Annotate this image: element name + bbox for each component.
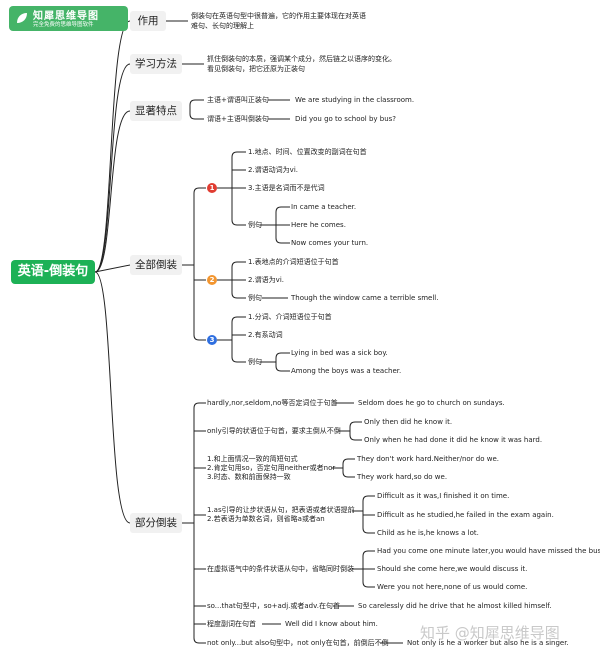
- full-g2-rule-2: 2.谓语为vi.: [248, 276, 284, 284]
- full-g1-leg-3: [231, 219, 246, 226]
- feature-rule-2: 谓语+主语叫倒装句: [207, 115, 269, 123]
- role-text-line-2: 难句、长句的理解上: [191, 22, 254, 30]
- full-g1-examples-leg-0: [275, 206, 290, 213]
- full-group-2-badge: 2: [207, 275, 217, 285]
- p5-leg-2: [362, 581, 375, 588]
- branch-method[interactable]: 学习方法: [130, 54, 182, 74]
- root-to-role: [94, 20, 131, 273]
- partial-1-rule: hardly,nor,seldom,no等否定词位于句首: [207, 399, 338, 407]
- role-text-line-1: 倒装句在英语句型中很普遍，它的作用主要体现在对英语: [191, 12, 366, 20]
- full-g3-examples-leg-1: [275, 365, 290, 372]
- full-g3-examples-leg-0: [275, 352, 290, 359]
- p3-leg-1: [342, 471, 355, 478]
- logo-subtitle: 完全免费的思维导图软件: [33, 22, 94, 28]
- full-g1-example-2: Here he comes.: [291, 221, 346, 229]
- partial-5-rule: 在虚拟语气中的条件状语从句中，省略同时倒装: [207, 565, 354, 573]
- full-group-3-badge: 3: [207, 335, 217, 345]
- full-g1-example-label: 例句: [248, 221, 262, 229]
- partial-4-example-2: Difficult as he studied,he failed in the…: [377, 511, 554, 519]
- partial-4-rule-line-2: 2.若表语为单数名词，则省略a或者an: [207, 515, 325, 523]
- partial-3-rule-line-1: 1.和上面情况一致的简短句式: [207, 455, 298, 463]
- p4-leg-0: [362, 495, 375, 502]
- p2-leg-0: [349, 421, 362, 428]
- p4-leg-2: [362, 527, 375, 534]
- partial-6-example-1: So carelessly did he drive that he almos…: [358, 602, 552, 610]
- full-group-1-badge: 1: [207, 183, 217, 193]
- partial-2-rule: only引导的状语位于句首，要求主倒从不倒: [207, 427, 341, 435]
- partial-4-example-3: Child as he is,he knows a lot.: [377, 529, 479, 537]
- partial-3-rule-line-3: 3.时态、数和前面保持一致: [207, 473, 291, 481]
- root-topic[interactable]: 英语-倒装句: [11, 260, 95, 284]
- full-g2-example-1: Though the window came a terrible smell.: [291, 294, 439, 302]
- feature-example-1: We are studying in the classroom.: [295, 96, 415, 104]
- full-g3-leg-0: [231, 316, 246, 323]
- full-g1-examples-leg-2: [275, 237, 290, 244]
- root-to-method: [94, 63, 131, 273]
- partial-8-example-1: Not only is he a worker but also he is a…: [407, 639, 569, 647]
- partial-2-example-2: Only when he had done it did he know it …: [364, 436, 543, 444]
- branch-features[interactable]: 显著特点: [130, 101, 182, 121]
- app-logo: 知犀思维导图 完全免费的思维导图软件: [9, 6, 128, 31]
- full-g1-rule-2: 2.谓语动词为vi.: [248, 166, 298, 174]
- full-g3-example-label: 例句: [248, 358, 262, 366]
- root-to-features: [94, 110, 131, 273]
- full-g1-example-1: In came a teacher.: [291, 203, 357, 211]
- partial-2-example-1: Only then did he know it.: [364, 418, 453, 426]
- full-g3-rule-1: 1.分词、介词短语位于句首: [248, 313, 332, 321]
- feature-rule-1: 主语+谓语叫正装句: [207, 96, 269, 104]
- full-g2-leg-2: [231, 292, 246, 299]
- method-text-line-1: 抓住倒装句的本质，强调某个成分，然后链之以语序的变化。: [207, 55, 396, 63]
- partial-leg-0: [193, 402, 206, 409]
- partial-7-rule: 程度副词在句首: [207, 620, 256, 628]
- features-leg-1: [189, 113, 204, 120]
- p3-leg-0: [342, 458, 355, 465]
- full-g3-example-1: Lying in bed was a sick boy.: [291, 349, 388, 357]
- feature-example-2: Did you go to school by bus?: [295, 115, 397, 123]
- p2-leg-1: [349, 434, 362, 441]
- full-g1-leg-0: [231, 151, 246, 158]
- method-text-line-2: 看见倒装句，把它还原为正装句: [207, 65, 305, 73]
- root-to-partial: [94, 271, 131, 524]
- full-g1-rule-1: 1.地点、时间、位置改变的副词在句首: [248, 148, 367, 156]
- full-groups-leg-2: [193, 334, 206, 341]
- watermark: 知乎 @知犀思维导图: [420, 624, 560, 642]
- branch-full-inversion[interactable]: 全部倒装: [130, 255, 182, 275]
- partial-3-rule-line-2: 2.肯定句用so，否定句用neither或者nor: [207, 464, 336, 472]
- partial-5-example-1: Had you come one minute later,you would …: [377, 547, 600, 555]
- full-g2-rule-1: 1.表地点的介词短语位于句首: [248, 258, 339, 266]
- p5-leg-0: [362, 550, 375, 557]
- partial-5-example-2: Should she come here,we would discuss it…: [377, 565, 528, 573]
- full-g3-example-2: Among the boys was a teacher.: [291, 367, 402, 375]
- partial-3-example-2: They work hard,so do we.: [357, 473, 448, 481]
- full-g1-example-3: Now comes your turn.: [291, 239, 369, 247]
- partial-3-example-1: They don't work hard.Neither/nor do we.: [357, 455, 499, 463]
- rhino-logo-icon: [17, 13, 27, 23]
- root-to-full: [94, 264, 131, 273]
- partial-1-example-1: Seldom does he go to church on sundays.: [358, 399, 505, 407]
- partial-6-rule: so...that句型中，so+adj.或者adv.在句首: [207, 602, 340, 610]
- full-g3-rule-2: 2.有系动词: [248, 331, 283, 339]
- partial-4-rule-line-1: 1.as引导的让步状语从句，把表语或者状语提前: [207, 506, 355, 514]
- partial-leg-7: [193, 637, 206, 644]
- logo-title: 知犀思维导图: [33, 11, 99, 22]
- partial-8-rule: not only...but also句型中，not only在句首，前倒后不倒: [207, 639, 389, 647]
- full-g3-leg-2: [231, 356, 246, 363]
- branch-role[interactable]: 作用: [130, 11, 166, 31]
- partial-7-example-1: Well did I know about him.: [285, 620, 378, 628]
- partial-5-example-3: Were you not here,none of us would come.: [377, 583, 528, 591]
- full-g2-leg-0: [231, 261, 246, 268]
- full-groups-leg-0: [193, 187, 206, 194]
- features-leg-0: [189, 99, 204, 106]
- branch-partial-inversion[interactable]: 部分倒装: [130, 513, 182, 533]
- partial-4-example-1: Difficult as it was,I finished it on tim…: [377, 492, 510, 500]
- full-g2-example-label: 例句: [248, 294, 262, 302]
- full-g1-rule-3: 3.主语是名词而不是代词: [248, 184, 325, 192]
